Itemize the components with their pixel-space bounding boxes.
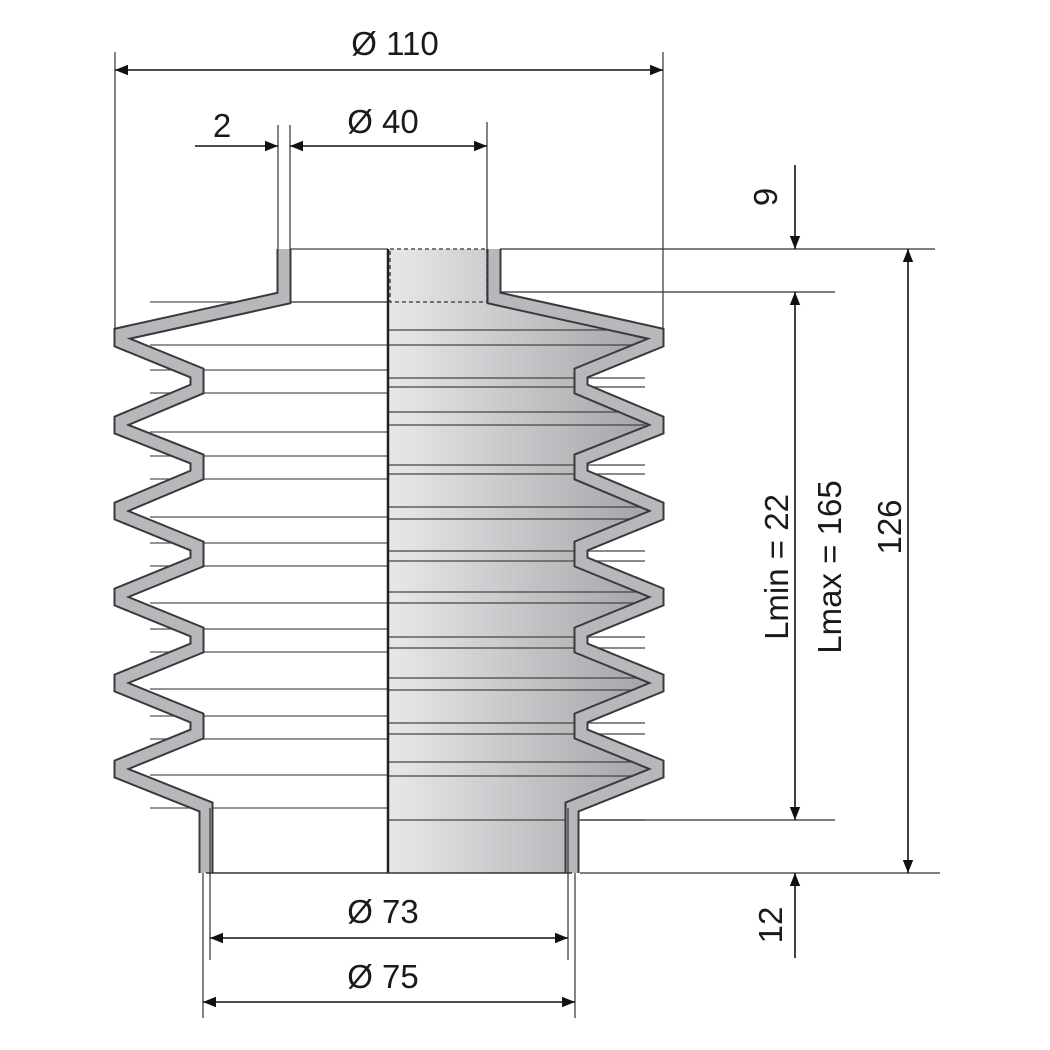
- dim-total-height: 126: [871, 499, 908, 554]
- dim-top-collar-height: 9: [747, 188, 784, 206]
- dim-bottom-inner-diameter: Ø 73: [347, 893, 419, 930]
- dim-lmax: Lmax = 165: [811, 480, 848, 653]
- dimension-lines: [114, 52, 940, 1018]
- section-band: [488, 249, 663, 873]
- section-band: [115, 249, 290, 873]
- dim-top-inner-diameter: Ø 40: [347, 103, 419, 140]
- dim-lmin: Lmin = 22: [758, 494, 795, 640]
- dim-wall-thickness: 2: [213, 107, 231, 144]
- dim-outer-diameter: Ø 110: [351, 25, 438, 62]
- dim-bottom-outer-diameter: Ø 75: [347, 958, 419, 995]
- dim-bottom-collar-height: 12: [752, 907, 789, 944]
- bellows-body: [113, 248, 665, 874]
- bore-hidden-line: [389, 248, 488, 303]
